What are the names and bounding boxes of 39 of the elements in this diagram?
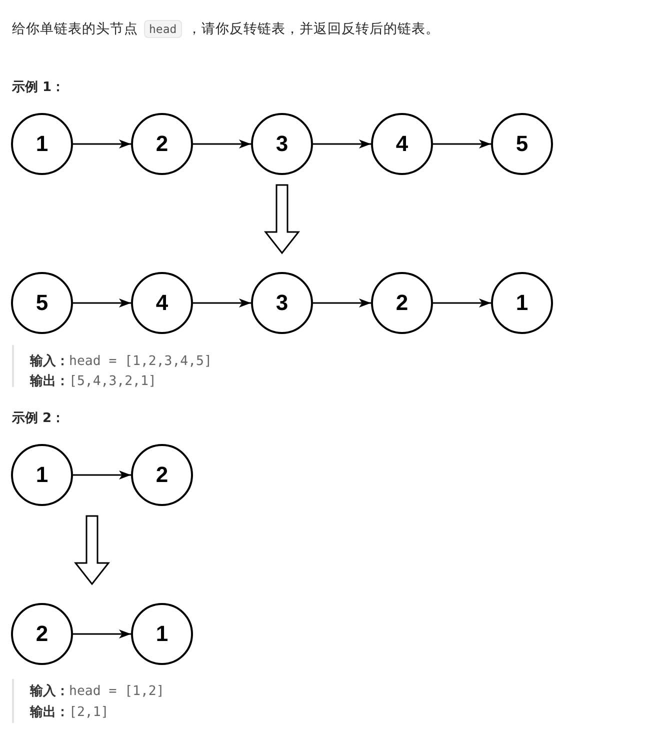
node-value: 5 — [516, 133, 528, 155]
example-heading: 示例 2： — [12, 410, 65, 427]
arrow — [313, 140, 371, 148]
node-value: 2 — [156, 464, 168, 486]
code-value: head = [1,2] — [69, 684, 164, 698]
arrow — [433, 298, 491, 308]
arrow — [73, 470, 131, 480]
hollow-arrow — [74, 515, 110, 586]
instruction-text: 给你单链表的头节点 — [12, 20, 138, 38]
example-heading: 示例 1： — [12, 79, 65, 96]
node-value: 1 — [156, 623, 168, 645]
code-value: head = [1,2,3,4,5] — [69, 354, 212, 368]
field-label: 输入： — [30, 682, 69, 700]
node-value: 2 — [156, 133, 168, 155]
code-value: [2,1] — [69, 704, 109, 720]
arrow — [193, 298, 251, 308]
node-value: 2 — [396, 292, 408, 314]
hollow-arrow — [264, 184, 300, 254]
arrow — [193, 140, 251, 148]
inline-code: head — [144, 20, 182, 38]
field-label: 输入： — [30, 352, 69, 370]
node-value: 4 — [156, 292, 168, 314]
node-value: 2 — [36, 623, 48, 645]
node-value: 4 — [396, 133, 408, 155]
code-value: [5,4,3,2,1] — [69, 374, 156, 388]
arrow — [433, 140, 491, 148]
arrow — [73, 630, 131, 638]
node-value: 1 — [36, 133, 48, 155]
field-label: 输出： — [30, 704, 69, 721]
node-value: 3 — [276, 292, 288, 314]
instruction-text: ，请你反转链表，并返回反转后的链表。 — [188, 20, 440, 38]
node-value: 5 — [36, 292, 48, 314]
node-value: 3 — [276, 133, 288, 155]
arrow — [73, 140, 131, 148]
node-value: 1 — [516, 292, 528, 314]
node-value: 1 — [36, 464, 48, 486]
arrow — [313, 298, 371, 308]
arrow — [73, 298, 131, 308]
field-label: 输出： — [30, 373, 69, 390]
